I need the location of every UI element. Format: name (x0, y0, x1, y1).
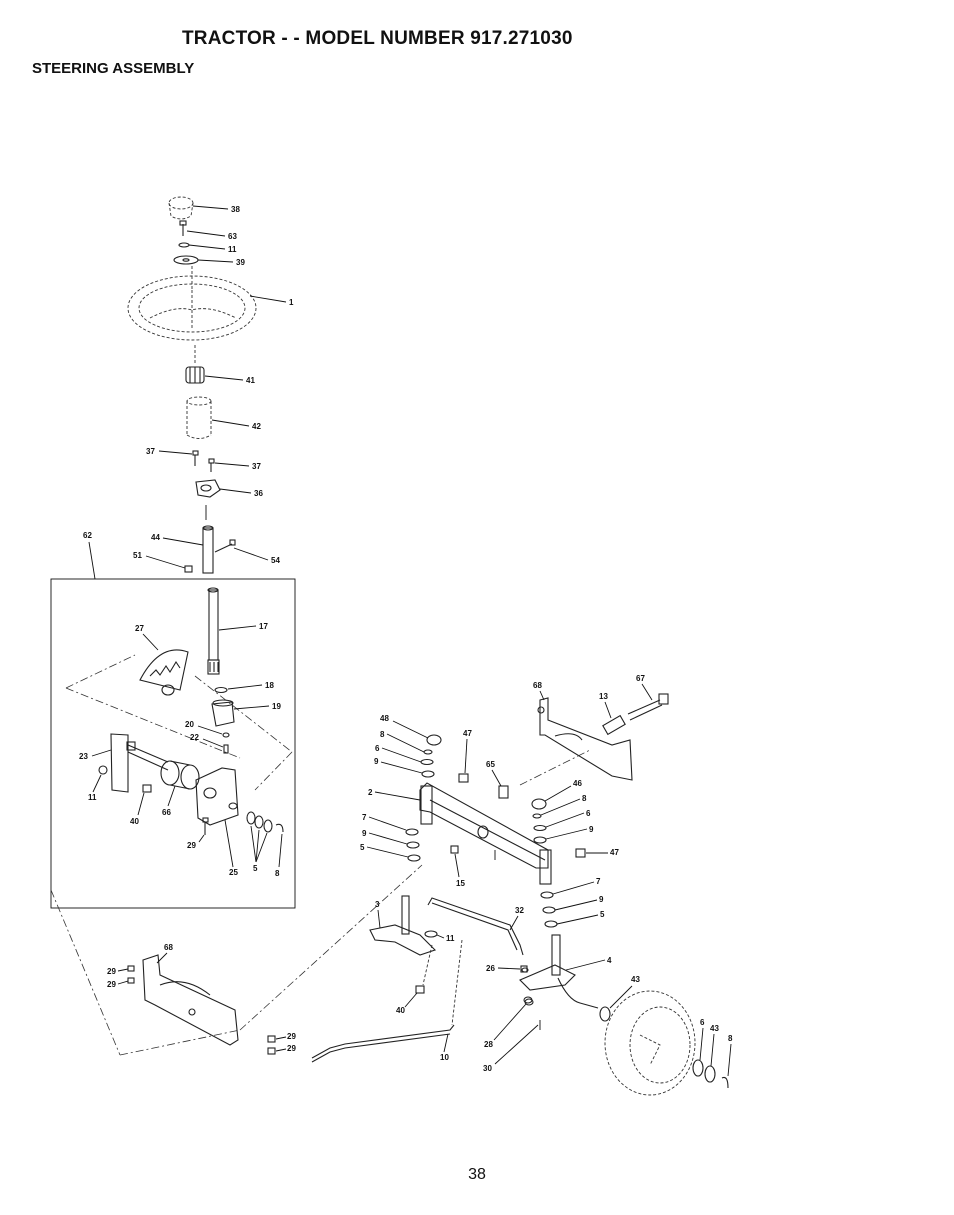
callout-37-right: 37 (252, 462, 261, 471)
callout-47-b: 47 (610, 848, 619, 857)
callout-10: 10 (440, 1053, 449, 1062)
callout-29-a: 29 (107, 967, 116, 976)
callout-6-b: 6 (586, 809, 591, 818)
callout-41: 41 (246, 376, 255, 385)
callout-8-b: 8 (582, 794, 587, 803)
callout-7-a: 7 (362, 813, 367, 822)
callout-42: 42 (252, 422, 261, 431)
callout-40-box: 40 (130, 817, 139, 826)
callout-48: 48 (380, 714, 389, 723)
front-axle-parts (127, 693, 729, 1096)
callout-36: 36 (254, 489, 263, 498)
callout-68-top: 68 (533, 681, 542, 690)
callout-68-bottom: 68 (164, 943, 173, 952)
page-title: TRACTOR - - MODEL NUMBER 917.271030 (182, 28, 573, 49)
callout-5-a: 5 (360, 843, 365, 852)
callout-51: 51 (133, 551, 142, 560)
callout-11-top: 11 (228, 245, 237, 254)
callout-17: 17 (259, 622, 268, 631)
callout-39: 39 (236, 258, 245, 267)
callout-5-box: 5 (253, 864, 258, 873)
callout-40-b: 40 (396, 1006, 405, 1015)
assembly-62-parts (65, 587, 293, 835)
callout-30: 30 (483, 1064, 492, 1073)
callout-66: 66 (162, 808, 171, 817)
callout-6-c: 6 (700, 1018, 705, 1027)
callout-8-box: 8 (275, 869, 280, 878)
assembly-62-box (50, 578, 296, 909)
callout-9-b: 9 (589, 825, 594, 834)
callout-29-b: 29 (107, 980, 116, 989)
callout-6-a: 6 (375, 744, 380, 753)
callout-46: 46 (573, 779, 582, 788)
callout-25: 25 (229, 868, 238, 877)
callout-65: 65 (486, 760, 495, 769)
callout-38: 38 (231, 205, 240, 214)
callout-13: 13 (599, 692, 608, 701)
callout-28: 28 (484, 1040, 493, 1049)
callout-20: 20 (185, 720, 194, 729)
callout-43-a: 43 (631, 975, 640, 984)
callout-54: 54 (271, 556, 280, 565)
page-number: 38 (468, 1166, 486, 1183)
callout-29-d: 29 (287, 1044, 296, 1053)
callout-9-c: 9 (362, 829, 367, 838)
callout-22: 22 (190, 733, 199, 742)
callout-11-c: 11 (446, 934, 455, 943)
callout-labels: 38 63 11 39 1 41 42 37 37 36 62 44 51 54… (79, 205, 733, 1077)
callout-7-b: 7 (596, 877, 601, 886)
callout-15: 15 (456, 879, 465, 888)
callout-32: 32 (515, 906, 524, 915)
callout-37-left: 37 (146, 447, 155, 456)
callout-3: 3 (375, 900, 380, 909)
callout-9-d: 9 (599, 895, 604, 904)
callout-23: 23 (79, 752, 88, 761)
callout-8-a: 8 (380, 730, 385, 739)
callout-47-a: 47 (463, 729, 472, 738)
callout-43-b: 43 (710, 1024, 719, 1033)
section-title: STEERING ASSEMBLY (32, 60, 195, 77)
callout-8-c: 8 (728, 1034, 733, 1043)
callout-4: 4 (607, 956, 612, 965)
callout-5-b: 5 (600, 910, 605, 919)
callout-62: 62 (83, 531, 92, 540)
callout-63: 63 (228, 232, 237, 241)
callout-1: 1 (289, 298, 294, 307)
callout-29-box: 29 (187, 841, 196, 850)
callout-9-a: 9 (374, 757, 379, 766)
callout-2: 2 (368, 788, 373, 797)
callout-29-c: 29 (287, 1032, 296, 1041)
callout-67: 67 (636, 674, 645, 683)
callout-26: 26 (486, 964, 495, 973)
callout-18: 18 (265, 681, 274, 690)
callout-11-box: 11 (88, 793, 97, 802)
callout-27: 27 (135, 624, 144, 633)
callout-19: 19 (272, 702, 281, 711)
callout-44: 44 (151, 533, 160, 542)
steering-wheel-parts (127, 196, 257, 574)
